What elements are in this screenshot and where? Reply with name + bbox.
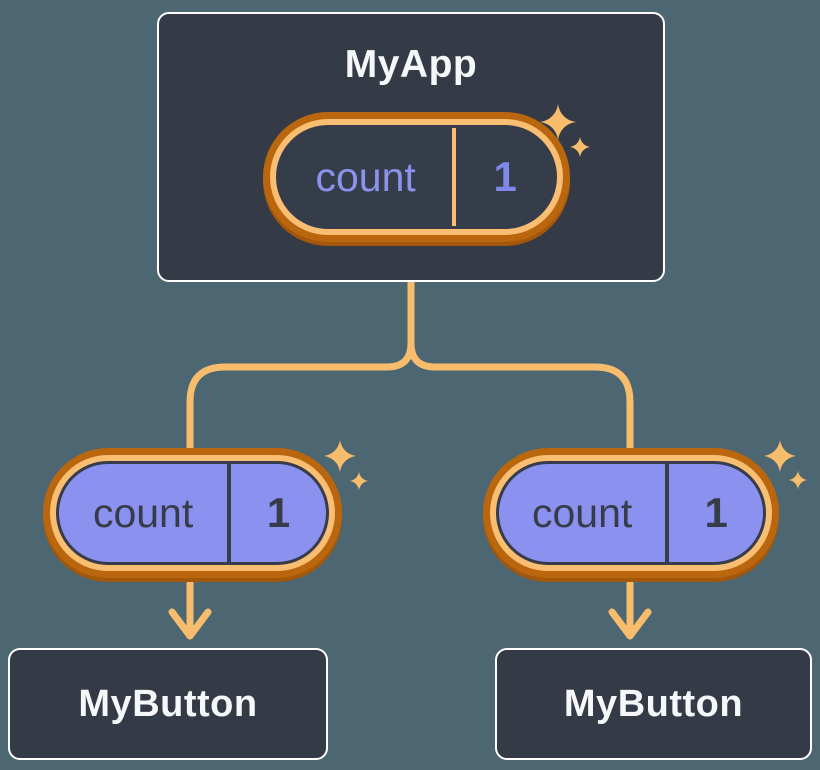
sparkle-icon bbox=[349, 471, 369, 491]
component-node-mybutton-right: MyButton bbox=[495, 648, 812, 760]
pill-divider bbox=[452, 128, 457, 226]
state-value: 1 bbox=[493, 153, 517, 200]
prop-value: 1 bbox=[266, 489, 291, 536]
pill-divider bbox=[665, 464, 670, 562]
prop-pill-right: count 1 bbox=[496, 461, 766, 565]
connector-left-branch bbox=[186, 277, 415, 638]
prop-name: count bbox=[532, 489, 633, 536]
prop-pill-left: count 1 bbox=[56, 461, 329, 565]
state-pill-root: count 1 bbox=[276, 125, 557, 229]
prop-value: 1 bbox=[704, 489, 728, 536]
sparkle-icon bbox=[788, 470, 808, 490]
connector-right-branch bbox=[407, 277, 634, 638]
sparkle-icon bbox=[323, 439, 357, 473]
component-name-label: MyButton bbox=[78, 682, 258, 725]
component-name-label: MyApp bbox=[344, 43, 478, 86]
state-name: count bbox=[315, 153, 416, 200]
component-node-mybutton-left: MyButton bbox=[8, 648, 328, 760]
arrow-down-icon bbox=[168, 608, 212, 640]
sparkle-icon bbox=[763, 439, 797, 473]
prop-name: count bbox=[92, 489, 194, 536]
component-name-label: MyButton bbox=[563, 682, 744, 725]
arrow-down-icon bbox=[608, 608, 652, 640]
